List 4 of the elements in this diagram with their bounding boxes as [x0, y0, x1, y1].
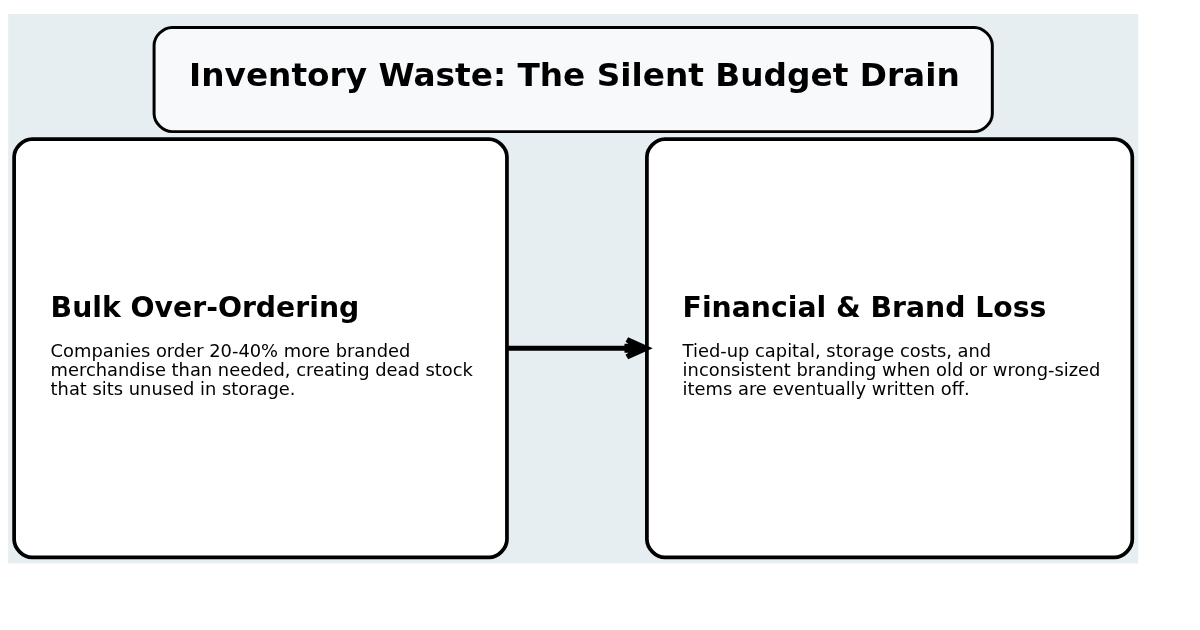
diagram-title: Inventory Waste: The Silent Budget Drain: [189, 55, 960, 94]
node-box: Financial & Brand Loss Tied-up capital, storage costs, and inconsistent branding when old or wrong-sized items are eventually written off.: [645, 136, 1135, 559]
node-box: Bulk Over-Ordering Companies order 20-40% more branded merchandise than needed, creating dead stock that sits unused in storage.: [12, 136, 509, 559]
arrow: [507, 336, 650, 360]
